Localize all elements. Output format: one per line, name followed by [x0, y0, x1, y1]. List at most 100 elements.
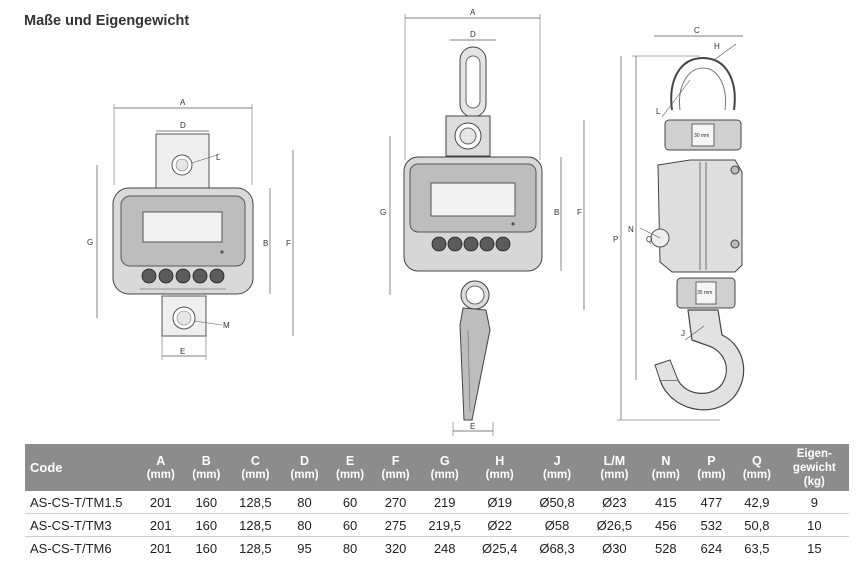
dim-label-b-2: B	[554, 208, 559, 217]
table-cell: 270	[384, 494, 407, 510]
header-j: J(mm)	[528, 444, 585, 491]
dim-label-e-2: E	[470, 422, 475, 431]
header-label: N	[661, 453, 671, 468]
table-cell: 248	[418, 536, 472, 559]
front-view-drawing: A D L M E G	[87, 98, 294, 360]
side-view-drawing: C H L 30 mm 35 mm N P	[613, 26, 745, 421]
table-cell: Ø22	[471, 513, 529, 537]
header-code: Code	[30, 459, 63, 475]
dim-label-j: J	[681, 329, 685, 338]
header-label: Eigen-	[796, 447, 832, 460]
dimension-weight-table: Code A(mm) B(mm) C(mm) D(mm) E(mm) F(mm)…	[25, 444, 849, 559]
header-d: D(mm)	[282, 444, 328, 491]
header-unit: (mm)	[146, 468, 175, 481]
table-cell: 42,9	[744, 494, 770, 510]
table-cell: 160	[183, 536, 230, 559]
dim-label-b: B	[263, 239, 268, 248]
header-label: C	[250, 453, 260, 468]
dim-label-g: G	[87, 238, 93, 247]
header-c: C(mm)	[229, 444, 282, 491]
table-header-row: Code A(mm) B(mm) C(mm) D(mm) E(mm) F(mm)…	[25, 444, 849, 491]
table-cell: 219,5	[418, 513, 472, 537]
dim-label-m: M	[223, 321, 230, 330]
table-cell: 50,8	[734, 513, 780, 537]
header-h: H(mm)	[471, 444, 528, 491]
dim-label-q: Q	[646, 235, 652, 244]
dim-label-n: N	[628, 225, 634, 234]
table-cell: Ø23	[602, 494, 627, 510]
table-cell: 201	[149, 494, 172, 510]
header-eigengewicht: Eigen-gewicht(kg)	[780, 444, 849, 491]
table-cell: 624	[688, 536, 735, 559]
table-cell: 80	[327, 536, 373, 559]
table-cell: Ø25,4	[471, 536, 529, 559]
dim-label-l-2: L	[656, 107, 661, 116]
header-label: F	[391, 453, 400, 468]
table-cell: 15	[779, 536, 849, 559]
header-label-2: gewicht	[792, 461, 836, 474]
header-g: G(mm)	[418, 444, 471, 491]
header-p: P(mm)	[689, 444, 735, 491]
dim-label-h: H	[714, 42, 720, 51]
header-e: E(mm)	[327, 444, 373, 491]
header-label: L/M	[603, 453, 626, 468]
table-cell: 128,5	[229, 513, 282, 537]
table-cell: 477	[700, 494, 723, 510]
dimension-drawings: A D L M E G	[87, 8, 745, 436]
table-cell: 128,5	[239, 494, 272, 510]
header-label: Q	[752, 453, 762, 468]
header-unit: (mm)	[241, 468, 270, 481]
header-unit: (mm)	[600, 468, 629, 481]
dim-label-a: A	[180, 98, 186, 107]
table-cell: 201	[138, 536, 184, 559]
header-label: J	[553, 453, 561, 468]
cell-code: AS-CS-T/TM6	[25, 536, 138, 559]
header-unit: (mm)	[335, 468, 365, 481]
table-cell: 275	[372, 513, 419, 537]
header-n: N(mm)	[643, 444, 689, 491]
table-cell: 456	[643, 513, 689, 537]
table-cell: Ø30	[585, 536, 644, 559]
header-q: Q(mm)	[734, 444, 780, 491]
header-unit: (mm)	[697, 468, 726, 481]
header-unit: (mm)	[485, 468, 514, 481]
table-row: AS-CS-T/TM6 201 160 128,5 95 80 320 248 …	[25, 536, 849, 559]
table-cell: 80	[297, 494, 312, 510]
dim-label-a-2: A	[470, 8, 476, 17]
table-cell: 95	[281, 536, 328, 559]
table-cell: 10	[779, 513, 849, 537]
bolt-size-30: 30 mm	[694, 133, 709, 139]
table-cell: Ø58	[528, 513, 586, 537]
cell-code: AS-CS-T/TM1.5	[30, 494, 123, 510]
table-cell: Ø50,8	[539, 494, 575, 510]
table-cell: 201	[138, 513, 184, 537]
header-lm: L/M(mm)	[586, 444, 643, 491]
table-cell: 128,5	[229, 536, 282, 559]
table-cell: 160	[195, 494, 218, 510]
table-row: AS-CS-T/TM3 201 160 128,5 80 60 275 219,…	[25, 513, 849, 537]
header-f: F(mm)	[373, 444, 419, 491]
table-cell: Ø26,5	[585, 513, 644, 537]
table-row: AS-CS-T/TM1.5 201 160 128,5 80 60 270 21…	[25, 491, 849, 514]
header-unit: (mm)	[381, 468, 410, 481]
dim-label-c: C	[694, 26, 700, 35]
header-unit: (mm)	[742, 468, 771, 481]
header-label: E	[345, 453, 355, 468]
cell-code: AS-CS-T/TM3	[25, 513, 138, 537]
header-label: A	[156, 453, 166, 468]
dim-label-e: E	[180, 347, 185, 356]
table-cell: Ø19	[487, 494, 512, 510]
table-cell: 528	[643, 536, 689, 559]
page-title: Maße und Eigengewicht	[24, 13, 190, 29]
dim-label-l: L	[216, 153, 221, 162]
bolt-size-35: 35 mm	[697, 290, 712, 296]
table-cell: 80	[281, 513, 328, 537]
header-label: G	[439, 453, 450, 468]
front-view-hook-drawing: A D E G	[380, 8, 585, 436]
dim-label-f-2: F	[577, 208, 582, 217]
table-cell: 415	[654, 494, 677, 510]
dim-label-f: F	[286, 239, 291, 248]
table-cell: 60	[327, 513, 373, 537]
dim-label-g-2: G	[380, 208, 386, 217]
header-unit: (mm)	[290, 468, 319, 481]
